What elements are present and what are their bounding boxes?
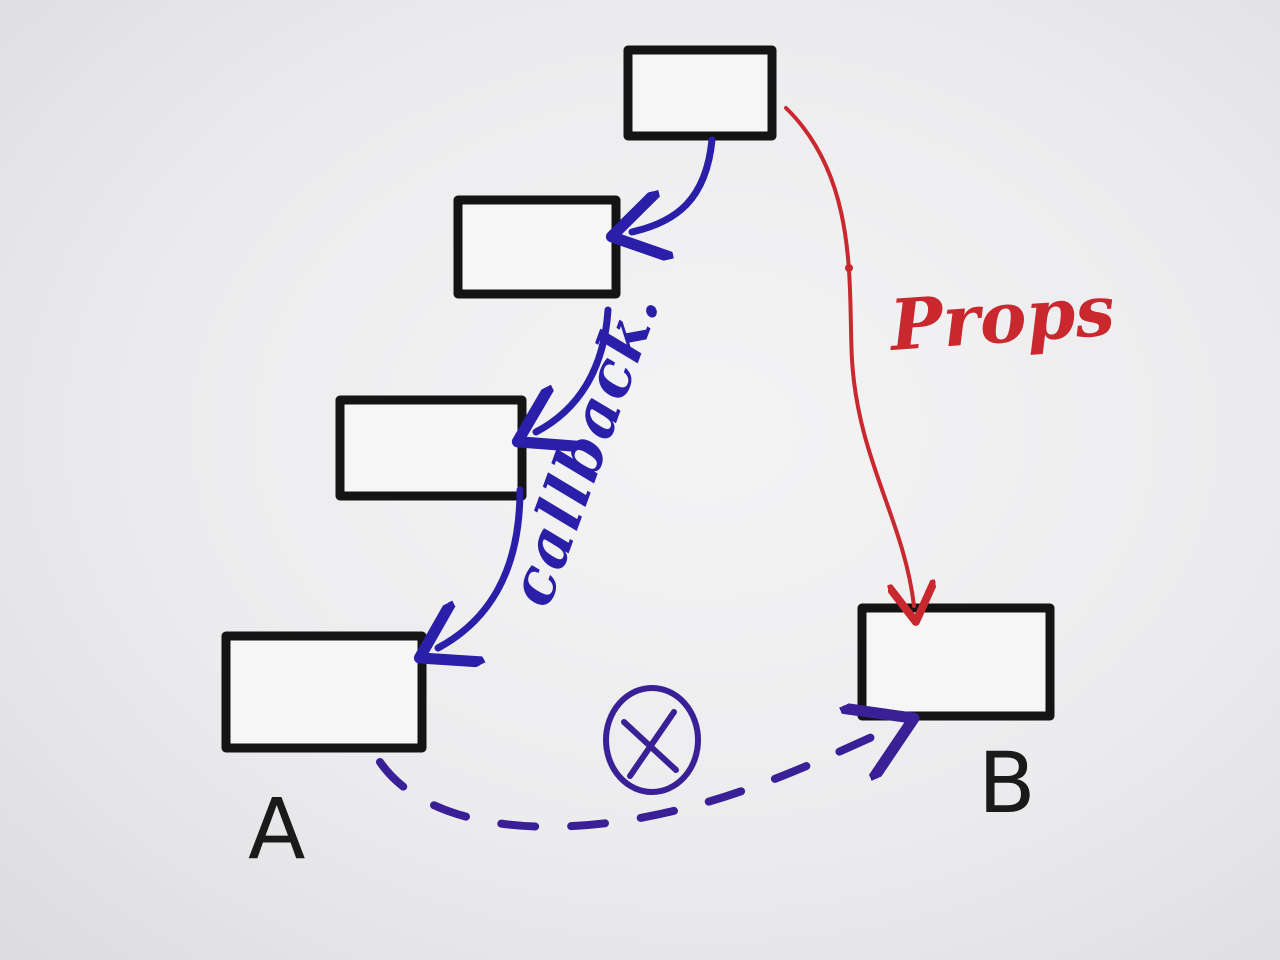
component-b-box <box>857 603 1055 721</box>
blocked-x-icon <box>603 685 701 795</box>
callback-arrow-2 <box>536 306 612 432</box>
callback-arrow-1 <box>632 136 716 232</box>
child-component-box <box>453 195 621 299</box>
callback-arrow-3 <box>438 486 524 648</box>
root-component-box <box>623 45 777 141</box>
label-a: A <box>248 780 305 878</box>
props-arrow-dot <box>845 264 853 272</box>
blocked-path-a-to-b <box>376 728 892 831</box>
label-b: B <box>978 734 1036 832</box>
grandchild-component-box <box>335 395 527 501</box>
props-label: Props <box>885 268 1117 367</box>
props-arrow <box>784 106 914 606</box>
component-a-box <box>221 631 427 753</box>
